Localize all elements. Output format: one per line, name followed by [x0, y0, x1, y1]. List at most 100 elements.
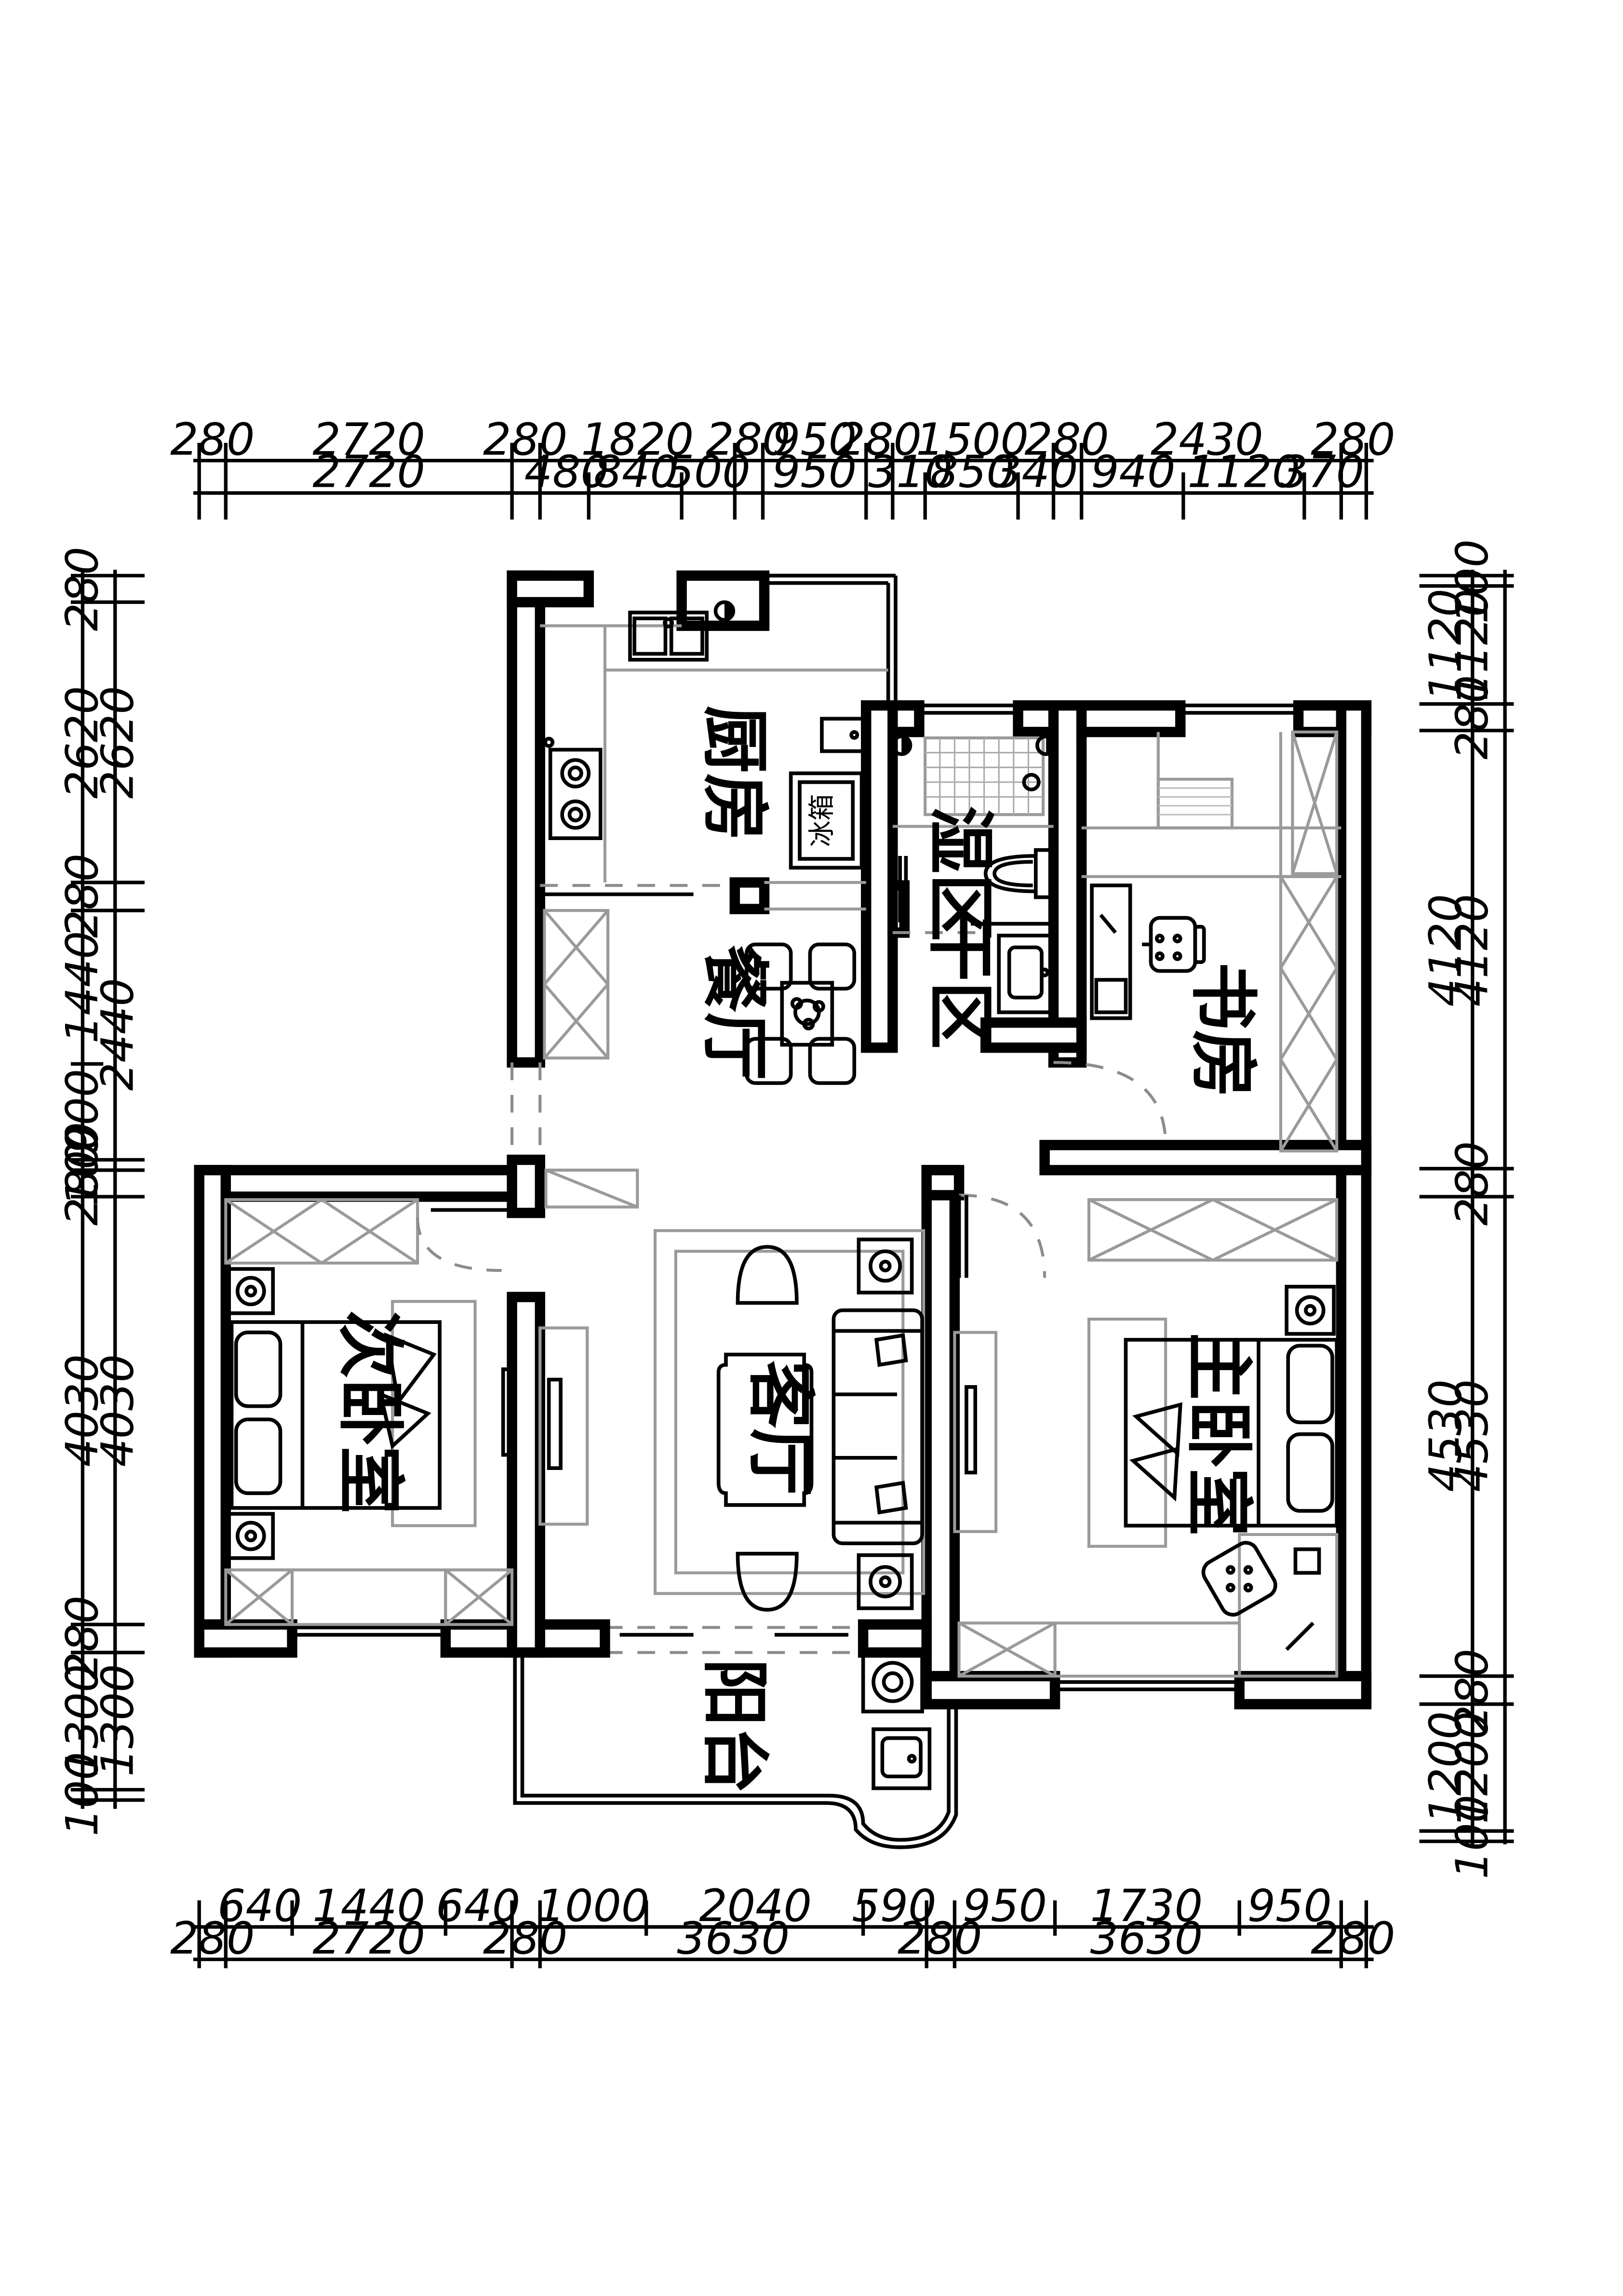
dim-right-2: 1120: [1446, 588, 1498, 701]
dim-left2-3: 4030: [92, 1354, 143, 1467]
sofa: [832, 1308, 924, 1546]
dim-right-3: 280: [1446, 675, 1498, 760]
dim-top-4: 1820: [581, 414, 694, 465]
dim-right-6: 4530: [1446, 1379, 1498, 1492]
dim-right-9: 100: [1446, 1795, 1498, 1879]
dim-bot-8: 1730: [1090, 1880, 1203, 1932]
top-dimensions: 280 2720 280 1820 280 950 280 1500 280 2…: [170, 414, 1395, 520]
kitchen-basin-icon: [820, 717, 865, 753]
dim-left-9: 280: [56, 1596, 108, 1680]
dim-bot-7: 950: [963, 1880, 1047, 1932]
right-dimensions: 100 1120 280 4120 280 4530 280 1200 100 …: [1419, 539, 1514, 1879]
living-room-fixtures: [538, 1229, 926, 1612]
dim-right2-1: 1120: [1420, 588, 1471, 701]
dim-left-10: 1300: [56, 1664, 108, 1777]
dim-bot2-7: 280: [1311, 1912, 1395, 1964]
toilet-icon: [983, 848, 1053, 899]
dim-bot-9: 950: [1247, 1880, 1332, 1932]
room-label-second-bedroom: 次卧室: [330, 1310, 409, 1514]
walls: [194, 570, 1372, 1709]
study-desk: [1090, 883, 1132, 1020]
gas-stove-icon: [548, 748, 603, 841]
vanity-sink-icon: [997, 934, 1056, 1015]
dim-top2-8: 340: [993, 446, 1078, 498]
dim-left-1: 280: [56, 547, 108, 631]
dining-table: [510, 942, 857, 1160]
dim-right2-2: 4120: [1420, 894, 1471, 1007]
dim-right-5: 280: [1446, 1141, 1498, 1226]
fridge-label: 冰箱: [806, 794, 837, 847]
left-dimensions: 280 2620 280 1440 900 100 280 4030 280 1…: [56, 547, 145, 1836]
room-label-kitchen: 厨房: [695, 706, 774, 841]
dim-top2-5: 950: [772, 446, 857, 498]
dim-bot2-3: 280: [483, 1912, 567, 1964]
dim-top2-3: 840: [594, 446, 678, 498]
dim-right-7: 280: [1446, 1649, 1498, 1733]
bathroom-fixtures: [891, 734, 1057, 1015]
dim-bot-4: 1000: [537, 1880, 650, 1932]
room-label-dining: 餐厅: [695, 945, 774, 1081]
dim-left-5: 900: [56, 1069, 108, 1153]
nightstand-lamp-icon: [227, 1512, 275, 1560]
dim-bot-1: 640: [217, 1880, 302, 1932]
dim-left-6: 100: [56, 1122, 108, 1206]
dim-bot2-2: 2720: [312, 1912, 425, 1964]
dim-top-11: 280: [1311, 414, 1395, 465]
dim-bot2-5: 280: [898, 1912, 982, 1964]
dim-top2-10: 1120: [1188, 446, 1301, 498]
dim-top2-7: 850: [930, 446, 1015, 498]
bottom-dimensions: 640 1440 640 1000 2040 590 950 1730 950 …: [170, 1880, 1395, 1968]
room-label-balcony: 阳台: [695, 1658, 774, 1794]
dim-bot-5: 2040: [699, 1880, 812, 1932]
dim-top2-9: 940: [1091, 446, 1175, 498]
dim-left-4: 1440: [56, 931, 108, 1044]
armchair: [736, 1245, 799, 1305]
fridge-icon: [789, 771, 864, 870]
office-chair-icon: [1201, 1541, 1277, 1617]
dim-top-1: 280: [170, 414, 255, 465]
study-rug: [1156, 777, 1234, 829]
room-labels: 厨房 餐厅 湿区 干区 书房 次卧室 客厅 主卧室 阳台: [330, 706, 1262, 1794]
balcony-area: [513, 1626, 958, 1849]
dim-left-3: 280: [56, 854, 108, 938]
dim-top2-1: 2720: [312, 446, 425, 498]
dim-bot-2: 1440: [312, 1880, 425, 1932]
dim-right-8: 1200: [1446, 1711, 1498, 1824]
dim-top-3: 280: [483, 414, 567, 465]
dim-right2-4: 1200: [1420, 1711, 1471, 1824]
side-table-lamp-icon: [857, 1553, 914, 1610]
side-table-lamp-icon: [857, 1237, 914, 1295]
bed-2: [229, 1320, 442, 1510]
kitchen-fixtures: 冰箱: [540, 600, 888, 1060]
dim-left-11: 100: [56, 1752, 108, 1836]
room-label-wet-area: 湿区: [921, 806, 1000, 942]
dim-top-10: 2430: [1151, 414, 1263, 465]
bedroom-2-wardrobe: [224, 1198, 419, 1265]
tall-cabinet: [543, 909, 610, 1060]
dim-left-2: 2620: [56, 686, 108, 799]
nightstand-lamp-icon: [1285, 1284, 1336, 1336]
office-chair-icon: [1142, 916, 1206, 973]
dim-bot2-6: 3630: [1090, 1912, 1203, 1964]
dim-right-4: 4120: [1446, 894, 1498, 1007]
dim-top-6: 950: [772, 414, 857, 465]
ceiling-light-icon: [713, 600, 736, 622]
room-label-study: 书房: [1183, 962, 1262, 1098]
dim-top-7: 280: [837, 414, 922, 465]
master-wardrobe: [1087, 1198, 1339, 1262]
coffee-table: [716, 1352, 814, 1507]
dim-left2-2: 2440: [92, 978, 143, 1091]
dim-top-5: 280: [706, 414, 790, 465]
dim-left2-1: 2620: [92, 686, 143, 799]
study-wardrobe: [1279, 875, 1339, 1153]
dim-bot2-1: 280: [170, 1912, 255, 1964]
balcony-sink-icon: [872, 1727, 932, 1790]
dim-top-2: 2720: [312, 414, 425, 465]
room-label-living-room: 客厅: [740, 1361, 819, 1496]
dim-left-8: 4030: [56, 1354, 108, 1467]
dim-bot-3: 640: [436, 1880, 520, 1932]
dim-top-9: 280: [1024, 414, 1109, 465]
dim-top2-2: 480: [524, 446, 609, 498]
windows: [292, 574, 1299, 1692]
